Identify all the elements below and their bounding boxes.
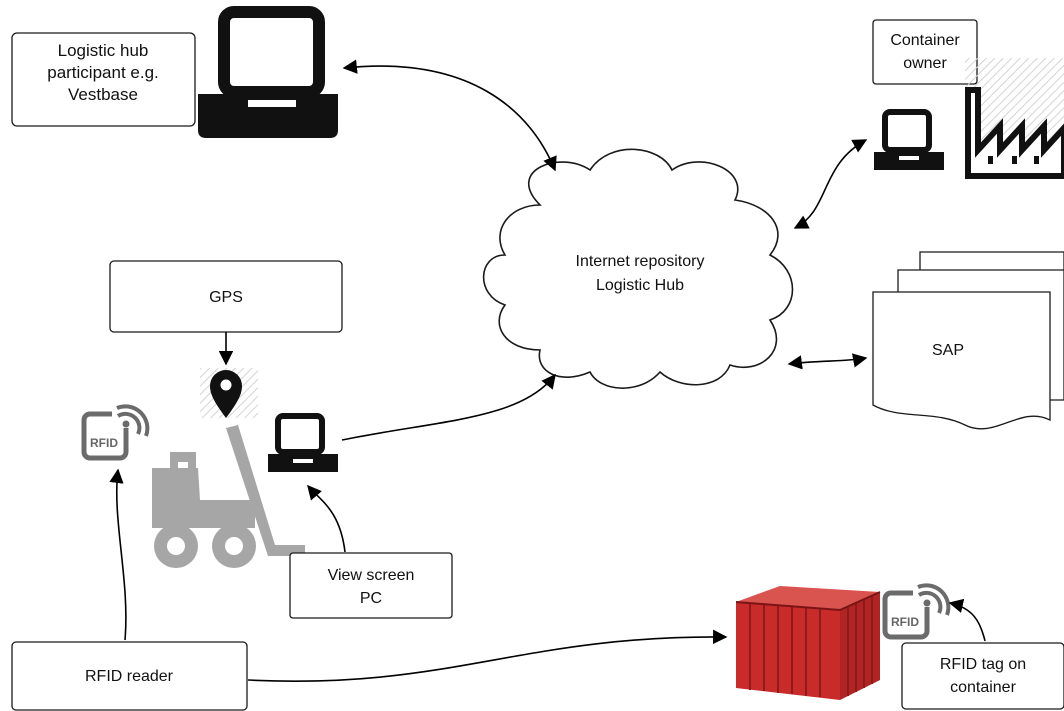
cloud-line-1: Internet repository (576, 253, 705, 270)
gps-label: GPS (209, 289, 243, 306)
hub-participant-box: Logistic hub participant e.g. Vestbase (11, 32, 196, 127)
rfid-tag-line-1: RFID tag on (940, 656, 1026, 673)
hub-participant-line-1: Logistic hub (58, 41, 149, 60)
rfid-tag-line-2: container (950, 679, 1016, 696)
view-screen-line-2: PC (360, 590, 382, 607)
rfid-tag-box: RFID tag on container (901, 642, 1064, 710)
gps-box: GPS (109, 260, 343, 333)
cloud-line-2: Logistic Hub (596, 277, 684, 294)
view-screen-line-1: View screen (328, 567, 415, 584)
view-screen-laptop-icon (268, 413, 338, 472)
rfid-icon-text: RFID (90, 436, 118, 450)
viewscreen-laptop-connector (307, 484, 346, 553)
owner-cloud-connector (793, 139, 868, 229)
factory-icon (965, 58, 1064, 179)
rfid-icon: RFID (81, 404, 150, 461)
hub-participant-line-2: participant e.g. (47, 63, 159, 82)
cloud-shape: Internet repository Logistic Hub (482, 148, 794, 389)
container-rfid-icon: RFID (882, 583, 951, 640)
owner-laptop-icon (874, 109, 944, 170)
sap-label: SAP (932, 342, 964, 359)
rfid-reader-label: RFID reader (85, 668, 174, 685)
laptop-cloud-connector (341, 373, 556, 441)
container-owner-line-1: Container (890, 32, 960, 49)
tag-rfid-connector (948, 598, 986, 642)
hub-participant-line-3: Vestbase (68, 85, 138, 104)
container-owner-box: Container owner (872, 19, 978, 85)
container-owner-line-2: owner (903, 55, 947, 72)
sap-documents-icon: SAP (872, 251, 1064, 430)
sap-cloud-connector (787, 353, 868, 370)
forklift-icon (152, 425, 305, 568)
view-screen-box: View screen PC (289, 552, 453, 619)
shipping-container-icon (735, 586, 881, 700)
hub-cloud-connector (342, 59, 557, 172)
container-rfid-icon-text: RFID (891, 615, 919, 629)
map-pin-icon (200, 368, 258, 418)
rfid-reader-box: RFID reader (11, 641, 248, 711)
reader-rfid-connector (109, 468, 127, 641)
reader-container-connector (247, 629, 728, 683)
laptop-icon (198, 6, 338, 138)
